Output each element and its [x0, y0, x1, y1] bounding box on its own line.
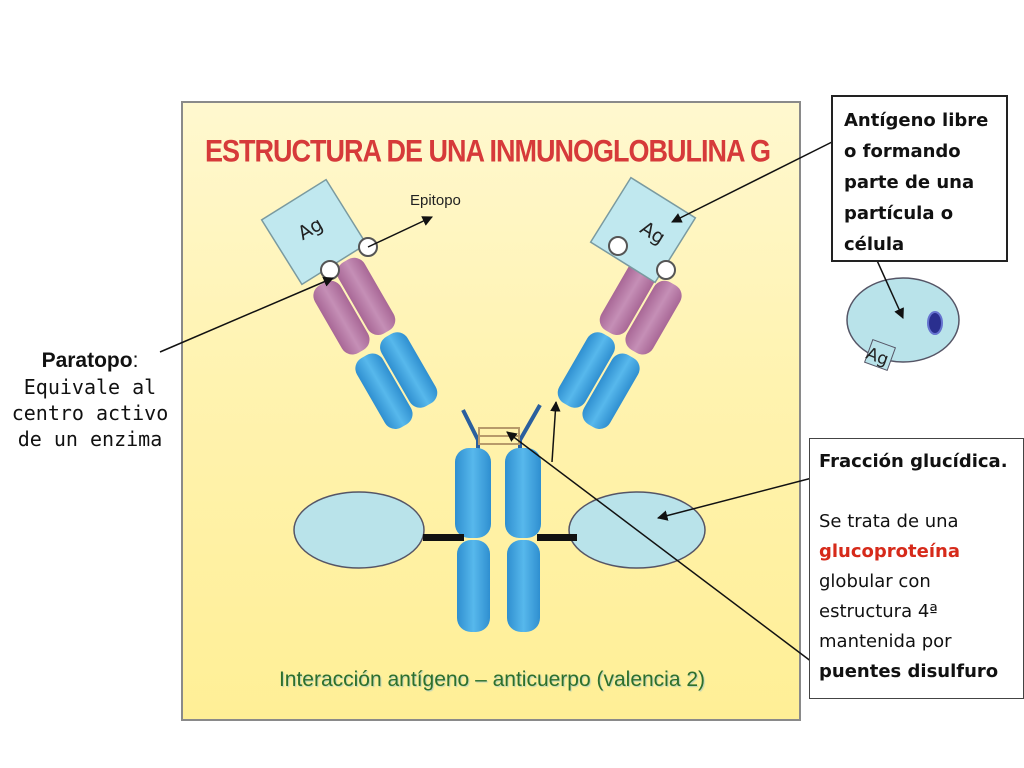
glyco-highlight: glucoproteína [819, 541, 960, 562]
glyco-line: globular con [819, 571, 931, 592]
epitopo-label: Epitopo [410, 192, 461, 209]
epitope-circle [320, 260, 340, 280]
epitope-circle [608, 236, 628, 256]
antigen-right [589, 176, 697, 284]
paratopo-term: Paratopo [41, 349, 133, 372]
glycan-bond-left [423, 534, 464, 541]
antigen-box-line: partícula o [844, 203, 954, 224]
diagram-panel [181, 101, 801, 721]
paratopo-line: centro activo [11, 401, 169, 425]
glyco-line: Se trata de una [819, 511, 959, 532]
hinge-arrow [550, 400, 561, 463]
antigen-box-line: o formando [844, 141, 961, 162]
glyco-info-box: Fracción glucídica. Se trata de una gluc… [809, 438, 1024, 699]
cell [846, 277, 960, 372]
glyco-line: estructura 4ª [819, 601, 938, 622]
paratopo-label: Paratopo: Equivale al centro activo de u… [2, 348, 178, 452]
heavy-chain-left [455, 448, 491, 632]
glyco-arrow [656, 477, 813, 521]
antigen-info-box: Antígeno libre o formando parte de una p… [831, 95, 1008, 262]
glyco-line: mantenida por [819, 631, 952, 652]
antigen-box-line: Antígeno libre [844, 110, 989, 131]
diagram-caption: Interacción antígeno – anticuerpo (valen… [278, 668, 706, 691]
glyco-heading: Fracción glucídica. [819, 451, 1008, 472]
diagram-title: ESTRUCTURA DE UNA INMUNOGLOBULINA G [205, 134, 771, 169]
glycan-bond-right [537, 534, 577, 541]
antigen-box-line: célula [844, 234, 905, 255]
paratopo-line: de un enzima [17, 427, 163, 451]
fab-arm-left [313, 257, 438, 429]
glycan-left [293, 491, 425, 569]
heavy-chain-right [505, 448, 541, 632]
paratopo-arrow [159, 276, 334, 353]
disulfide-arrow [506, 431, 813, 663]
epitopo-arrow [367, 216, 433, 248]
paratopo-line: Equivale al [23, 375, 157, 399]
fab-arm-right [557, 257, 682, 429]
glyco-bold-end: puentes disulfuro [819, 661, 999, 682]
antigen-box-line: parte de una [844, 172, 975, 193]
paratopo-colon: : [132, 349, 139, 372]
antigen-arrow [671, 139, 837, 223]
epitope-circle [656, 260, 676, 280]
